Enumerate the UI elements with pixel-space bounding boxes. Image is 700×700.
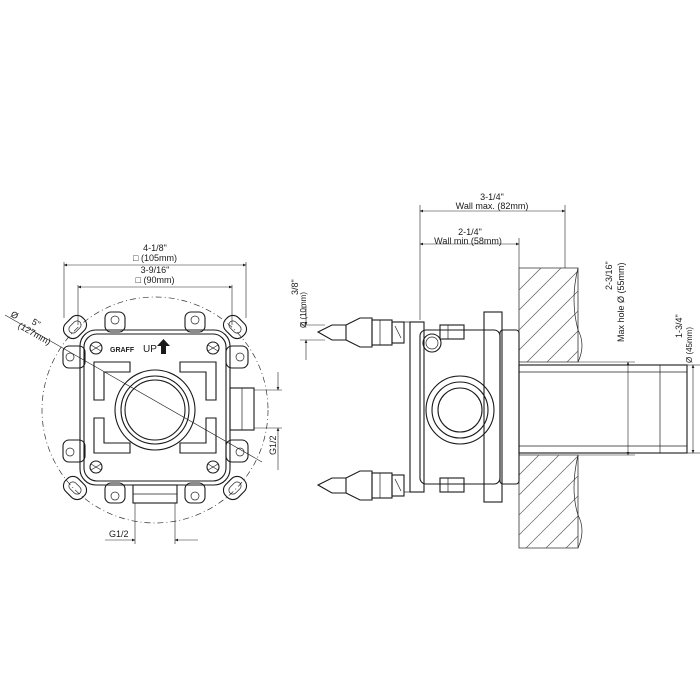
front-flange: [409, 321, 425, 493]
central-bore-middle: [120, 375, 190, 445]
up-label: UP: [143, 344, 157, 355]
wall-max-fraction: 3-1/4": [480, 192, 504, 202]
side-view: 3-1/4" Wall max. (82mm) 2-1/4" Wall min …: [290, 192, 700, 549]
wall-max-label: Wall max. (82mm): [456, 201, 529, 211]
up-arrow-icon: [157, 339, 170, 354]
central-bore-outer: [114, 369, 196, 451]
outer-width-fraction: 4-1/8": [143, 243, 167, 253]
inner-width-metric: □ (90mm): [136, 275, 175, 285]
inner-brackets: [93, 361, 217, 454]
wall-min-fraction: 2-1/4": [458, 227, 482, 237]
outer-width-metric: □ (105mm): [133, 253, 177, 263]
circle-diameter-symbol: Ø: [9, 309, 20, 321]
wall-min-label: Wall min (58mm): [434, 236, 502, 246]
sleeve-diameter-fraction: 1-3/4": [674, 314, 684, 338]
central-bore-inner: [124, 379, 186, 441]
brand-logo: GRAFF: [110, 347, 135, 354]
extension-sleeve: [518, 364, 688, 454]
outlet-right-label: G1/2: [268, 435, 278, 455]
inner-width-fraction: 3-9/16": [141, 265, 170, 275]
mounting-circle: [41, 296, 269, 524]
front-view: GRAFF UP 4-1/8" □ (105mm) 3-9/16" □ (90m…: [4, 243, 282, 544]
mounting-ears: [62, 311, 249, 504]
outlet-bottom-label: G1/2: [109, 529, 129, 539]
inlet-diameter-fraction: 3/8": [290, 279, 300, 295]
max-hole-label: Max hole Ø (55mm): [616, 262, 626, 342]
inlet-barb-top: [316, 317, 465, 348]
wall-section: [518, 267, 583, 549]
max-hole-fraction: 2-3/16": [604, 261, 614, 290]
screws: [89, 341, 220, 474]
inlet-barb-bottom: [316, 470, 465, 501]
inlet-diameter-metric: Ø (10mm): [299, 292, 308, 328]
circle-diameter-label: Ø 5" (127mm): [9, 309, 53, 347]
sleeve-diameter-metric: Ø (45mm): [685, 327, 694, 363]
valve-housing-inner: [83, 333, 227, 482]
rear-plate: [483, 311, 503, 503]
